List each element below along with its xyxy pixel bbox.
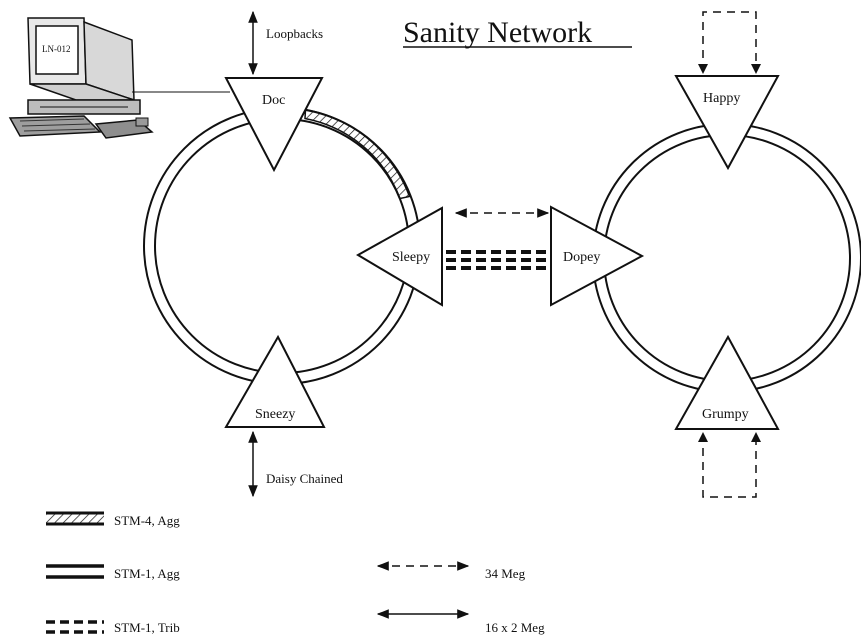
stm4-agg-segment <box>304 108 411 200</box>
node-happy-label: Happy <box>703 91 740 106</box>
node-dopey-triangle <box>550 205 645 307</box>
node-grumpy-label: Grumpy <box>702 407 749 422</box>
legend-swatch-stm1-agg <box>46 564 104 579</box>
node-doc-triangle <box>224 77 324 173</box>
node-sneezy-triangle <box>224 334 326 428</box>
legend-16x2-meg-label: 16 x 2 Meg <box>485 620 545 635</box>
node-sleepy-triangle <box>355 206 443 307</box>
node-doc-label: Doc <box>262 93 285 108</box>
node-grumpy-triangle <box>674 334 780 430</box>
diagram-title: Sanity Network <box>403 16 592 49</box>
daisy-chained-label: Daisy Chained <box>266 471 343 486</box>
legend: STM-4, Agg STM-1, Agg STM-1, Trib 34 Meg… <box>46 511 545 635</box>
legend-swatch-stm1-trib <box>46 620 104 634</box>
node-sleepy-label: Sleepy <box>392 250 430 265</box>
node-dopey-label: Dopey <box>563 250 600 265</box>
grumpy-loopback-dashed <box>698 432 761 498</box>
legend-swatch-stm4-agg <box>46 511 104 526</box>
loopbacks-label: Loopbacks <box>266 26 323 41</box>
legend-stm1-trib-label: STM-1, Trib <box>114 620 180 635</box>
terminal-screen-label: LN-012 <box>42 44 71 54</box>
legend-34-meg-label: 34 Meg <box>485 566 526 581</box>
node-happy-triangle <box>674 75 780 171</box>
computer-terminal-icon <box>8 17 154 139</box>
happy-loopback-dashed <box>698 11 761 74</box>
legend-stm4-agg-label: STM-4, Agg <box>114 513 180 528</box>
left-ring-inner <box>154 118 410 374</box>
legend-stm1-agg-label: STM-1, Agg <box>114 566 180 581</box>
node-sneezy-label: Sneezy <box>255 407 295 422</box>
